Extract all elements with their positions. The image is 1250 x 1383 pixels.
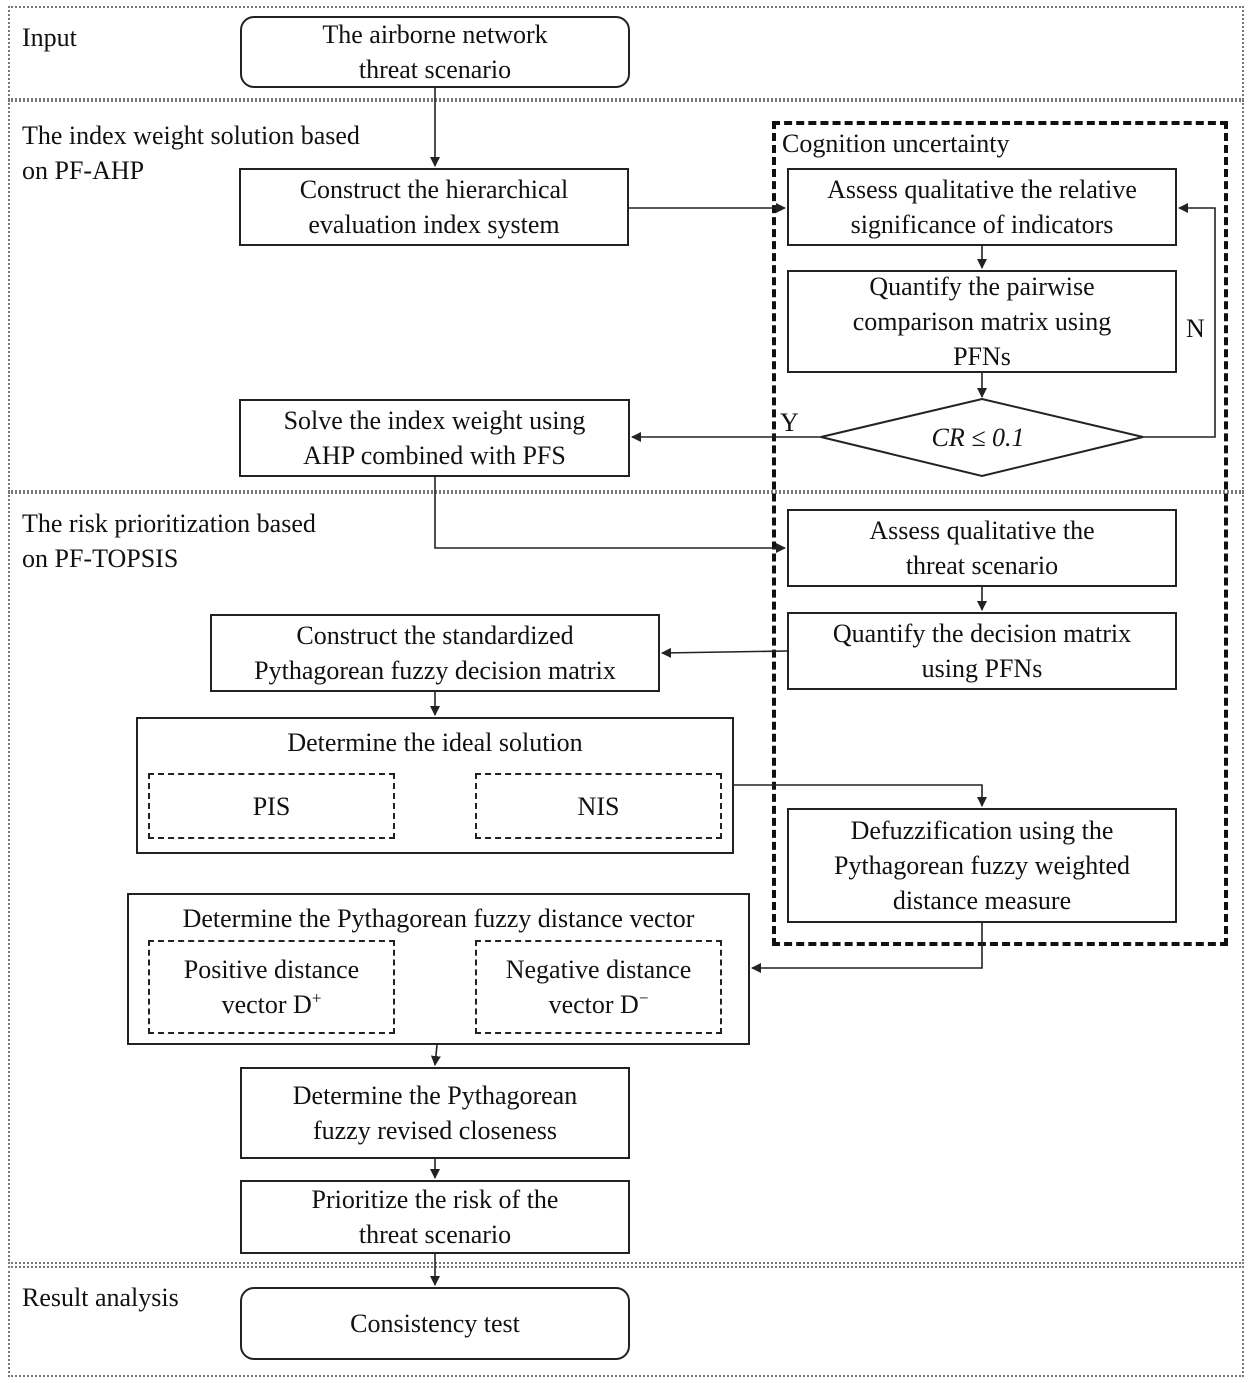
prioritize-risk-box: Prioritize the risk of the threat scenar… (240, 1180, 630, 1254)
negative-sup: − (638, 988, 649, 1008)
section-label-result-analysis: Result analysis (22, 1283, 179, 1312)
decision-no-label: N (1186, 314, 1205, 343)
section-label-input: Input (22, 23, 77, 52)
section-index-weight (8, 100, 1244, 492)
ideal-solution-title: Determine the ideal solution (287, 728, 583, 757)
solve-index-weight-box: Solve the index weight using AHP combine… (239, 399, 630, 477)
arrow-no-loop (1143, 203, 1216, 438)
consistency-test-box: Consistency test (240, 1287, 630, 1360)
construct-standardized-matrix-box: Construct the standardized Pythagorean f… (210, 614, 660, 692)
arrow-weight-to-assess-scenario (434, 477, 786, 553)
arrow-distance-to-closeness (430, 1044, 441, 1066)
nis-box: NIS (475, 773, 722, 839)
construct-hierarchy-box: Construct the hierarchical evaluation in… (239, 168, 629, 246)
distance-vector-title: Determine the Pythagorean fuzzy distance… (182, 904, 695, 933)
assess-threat-scenario-box: Assess qualitative the threat scenario (787, 509, 1177, 587)
section-label-index-weight: The index weight solution based on PF-AH… (22, 121, 360, 185)
section-label-risk-prioritization: The risk prioritization based on PF-TOPS… (22, 509, 316, 573)
quantify-decision-matrix-box: Quantify the decision matrix using PFNs (787, 612, 1177, 690)
section-result-analysis (8, 1266, 1244, 1377)
negative-distance-line1: Negative distance (505, 955, 692, 984)
positive-distance-vector-box: Positive distance vector D+ (148, 940, 395, 1034)
decision-condition: CR ≤ 0.1 (932, 423, 1025, 452)
section-input (8, 6, 1244, 100)
pis-box: PIS (148, 773, 395, 839)
quantify-pairwise-box: Quantify the pairwise comparison matrix … (787, 270, 1177, 373)
arrow-ideal-to-defuzzification (734, 784, 987, 807)
section-risk-prioritization (8, 492, 1244, 1264)
defuzzification-box: Defuzzification using the Pythagorean fu… (787, 808, 1177, 923)
decision-yes-label: Y (780, 408, 799, 437)
negative-distance-line2: vector D− (548, 988, 649, 1019)
negative-distance-vector-box: Negative distance vector D− (475, 940, 722, 1034)
positive-sup: + (311, 988, 322, 1008)
distance-vector-container: Determine the Pythagorean fuzzy distance… (127, 893, 750, 1045)
ideal-solution-container: Determine the ideal solution (136, 717, 734, 854)
positive-distance-line1: Positive distance (183, 955, 360, 984)
arrow-decision-to-standardized (661, 647, 788, 658)
cognition-uncertainty-label: Cognition uncertainty (782, 129, 1010, 158)
airborne-threat-scenario-box: The airborne network threat scenario (240, 16, 630, 88)
revised-closeness-box: Determine the Pythagorean fuzzy revised … (240, 1067, 630, 1159)
positive-distance-line2: vector D+ (221, 988, 322, 1019)
arrow-defuzzification-to-distance (751, 923, 983, 973)
assess-significance-box: Assess qualitative the relative signific… (787, 168, 1177, 246)
cognition-uncertainty-region (772, 121, 1228, 946)
decision-diamond (820, 397, 1144, 478)
